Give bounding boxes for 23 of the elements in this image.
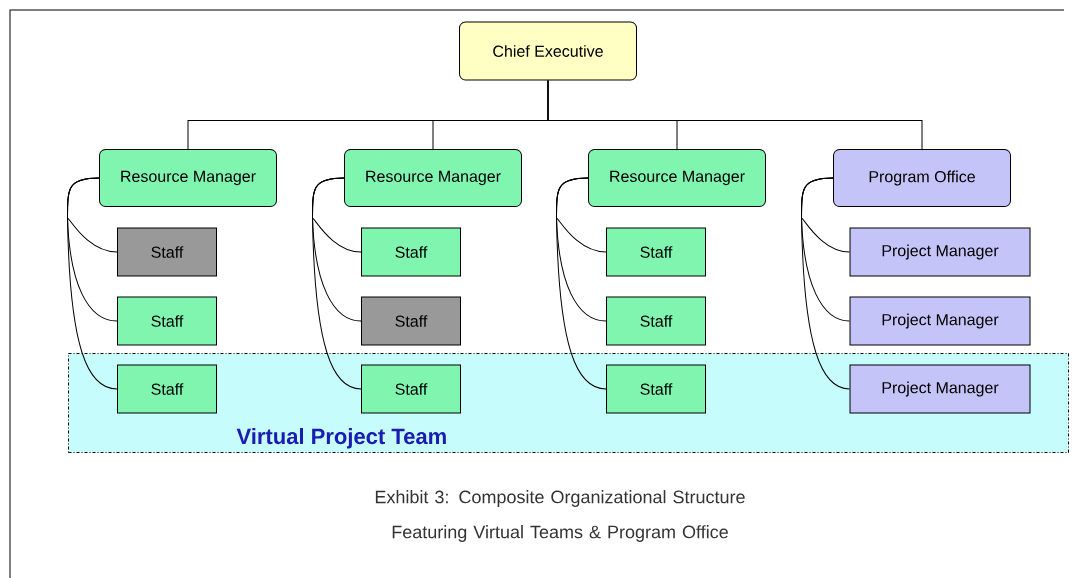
manager-box: Resource Manager: [99, 149, 277, 207]
manager-box: Resource Manager: [344, 149, 522, 207]
staff-box: Staff: [117, 227, 217, 277]
connector-line: [67, 177, 118, 390]
staff-box: Staff: [117, 296, 217, 346]
caption: Exhibit 3: Composite Organizational Structure Featuring Virtual Teams & Program Office: [375, 490, 745, 542]
connector-line: [547, 80, 923, 150]
connector-line: [801, 177, 850, 390]
staff-box: Staff: [361, 296, 461, 346]
staff-box: Staff: [606, 364, 706, 414]
staff-box: Project Manager: [849, 364, 1031, 414]
connector-line: [312, 177, 362, 390]
staff-box: Staff: [606, 227, 706, 277]
staff-box: Staff: [361, 227, 461, 277]
staff-box: Project Manager: [849, 296, 1031, 346]
manager-box: Program Office: [833, 149, 1011, 207]
staff-box: Staff: [606, 296, 706, 346]
executive-box: Chief Executive: [459, 21, 637, 81]
staff-box: Project Manager: [849, 227, 1031, 277]
connector-line: [556, 177, 607, 390]
staff-box: Staff: [361, 364, 461, 414]
manager-box: Resource Manager: [588, 149, 766, 207]
staff-box: Staff: [117, 364, 217, 414]
